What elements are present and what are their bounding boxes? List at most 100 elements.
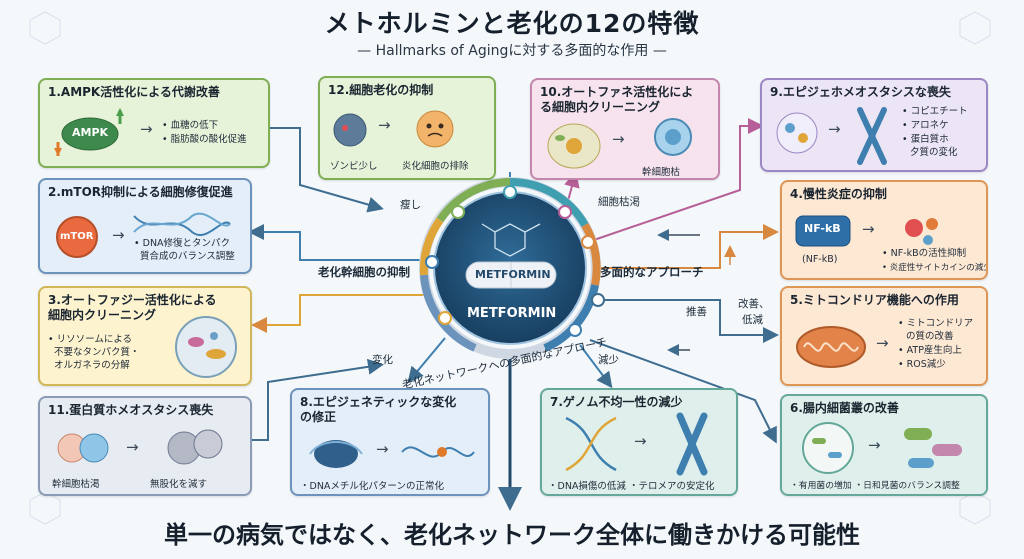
ring-label-top-left: 瘦し — [400, 199, 421, 211]
caption-left: ゾンビ少し — [330, 161, 378, 172]
caption: ・DNA損傷の低減 ・テロメアの安定化 — [548, 481, 715, 492]
box-mitochondria: 5.ミトコンドリア機能への作用 → • ミトコンドリア の質の改善 • ATP産… — [780, 286, 988, 386]
mtor-label: mTOR — [60, 231, 94, 242]
caption: 幹細胞枯 — [642, 167, 681, 178]
ring-label-top-right: 細胞枯渇 — [598, 196, 640, 208]
ring-label-mid-right: 推善 — [686, 306, 707, 318]
box-title: 8.エピジェネティックな変化 — [300, 395, 457, 409]
bullet: • ATP産生向上 — [898, 345, 962, 356]
mitochondria-icon — [796, 326, 866, 368]
pill-label: METFORMIN — [475, 268, 551, 281]
box-microbiome: 6.腸内細菌叢の改善 → ・有用菌の増加 ・日和見菌のバランス調整 — [780, 394, 988, 496]
bullet: • リソソームによる — [48, 334, 133, 345]
arrow-icon: → — [876, 334, 889, 352]
bullet: 夕質の変化 — [910, 147, 958, 158]
caption: ・DNAメチル化パターンの正常化 — [300, 481, 444, 492]
arrow-icon: → — [612, 130, 625, 148]
box-title: 6.腸内細菌叢の改善 — [790, 401, 899, 415]
box-title: 1.AMPK活性化による代謝改善 — [48, 85, 220, 99]
footer-statement: 単一の病気ではなく、老化ネットワーク全体に働きかける可能性 — [164, 521, 860, 549]
box-senescence: 12.細胞老化の抑制 → ゾンビ少し 炎化細胞の排除 — [318, 76, 496, 180]
chromatin-icon — [401, 446, 475, 458]
ampk-icon — [54, 108, 124, 156]
cytokine-icon — [905, 218, 938, 245]
caption-left: 幹細胞枯渇 — [52, 479, 100, 490]
stem-cell-icon — [57, 433, 109, 463]
bullet: • アロネケ — [902, 120, 949, 131]
bullet: • コピエチート — [902, 106, 968, 117]
ring-label-left: 老化幹細胞の抑制 — [318, 265, 410, 279]
bullet: • DNA修復とタンパク — [134, 238, 231, 249]
box-autophagy-2: 10.オートファネ活性化によ る細胞内クリーニング → 幹細胞枯 — [530, 78, 720, 180]
arrow-icon: → — [140, 120, 153, 138]
bullet: の質の改善 — [906, 331, 954, 342]
bacteria-icon — [904, 428, 962, 468]
box-title: 7.ゲノム不均一性の減少 — [550, 395, 683, 409]
nfkb-icon — [795, 215, 851, 247]
bullet: • ROS減少 — [898, 359, 946, 370]
caption: ・有用菌の増加 ・日和見菌のバランス調整 — [790, 481, 960, 491]
bullet: • NF-kBの活性抑制 — [882, 248, 967, 259]
dna-icon — [565, 416, 617, 472]
page-subtitle: — Hallmarks of Agingに対する多面的な作用 — — [357, 43, 667, 59]
box-title: 5.ミトコンドリア機能への作用 — [790, 293, 959, 307]
ring-label-bottom-left: 変化 — [372, 354, 393, 366]
arrow-icon: → — [112, 226, 125, 244]
arrow-icon: → — [634, 432, 647, 450]
bullet: • 脂肪酸の酸化促進 — [162, 134, 247, 145]
ring-label-right: 多面的なアプローチ — [600, 265, 704, 279]
box-title: 12.細胞老化の抑制 — [328, 83, 434, 97]
box-inflammation: 4.慢性炎症の抑制 NF-kB (NF-kB) → • NF-kBの活性抑制 •… — [780, 180, 988, 280]
lysosome-icon — [175, 316, 237, 378]
box-title-2: 細胞内クリーニング — [48, 308, 157, 322]
bullet: 質合成のバランス調整 — [140, 251, 235, 262]
bullet: • ミトコンドリア — [898, 318, 974, 329]
box-title-2: の修正 — [300, 410, 337, 424]
box-epigenetic-homeostasis: 9.エピジェホメオスタシスな喪失 → • コピエチート • アロネケ • 蛋白質… — [760, 78, 988, 172]
box-title-2: る細胞内クリーニング — [540, 100, 661, 114]
ring-label-right-3: 低減 — [742, 314, 763, 326]
box-title: 10.オートファネ活性化によ — [540, 85, 694, 99]
cell-dish-icon — [776, 112, 818, 154]
box-autophagy: 3.オートファジー活性化による 細胞内クリーニング • リソソームによる 不要な… — [38, 286, 252, 386]
nucleosome-icon — [309, 440, 363, 468]
arrow-icon: → — [378, 116, 391, 134]
bullet: • 炎症性サイトカインの減少 — [882, 263, 988, 273]
aggregate-icon — [167, 429, 223, 465]
box-proteostasis: 11.蛋白質ホメオスタシス喪失 → 幹細胞枯渇 無股化を減す — [38, 396, 252, 496]
box-epigenetic: 8.エピジェネティックな変化 の修正 → ・DNAメチル化パターンの正常化 — [290, 388, 490, 496]
stem-cell-icon — [654, 118, 692, 156]
chromosome-icon — [857, 107, 887, 165]
ring-label-right-2: 改善、 — [738, 298, 770, 310]
box-ampk: 1.AMPK活性化による代謝改善 AMPK → • 血糖の低下 • 脂肪酸の酸化… — [38, 78, 270, 168]
arrow-icon: → — [376, 440, 389, 458]
bullet: • 蛋白質ホ — [902, 134, 949, 145]
arrow-icon: → — [862, 220, 875, 238]
box-title: 3.オートファジー活性化による — [48, 293, 217, 307]
bullet: • 血糖の低下 — [162, 120, 219, 131]
arrow-icon: → — [828, 120, 841, 138]
inflamed-cell-icon — [416, 110, 454, 148]
bacteria-dish-icon — [802, 422, 854, 474]
cell-cleaning-icon — [547, 123, 601, 169]
dna-icon — [133, 212, 231, 236]
zombie-cell-icon — [333, 113, 367, 147]
box-title: 11.蛋白質ホメオスタシス喪失 — [48, 403, 214, 417]
nfkb-caption: (NF-kB) — [802, 254, 838, 265]
ampk-label: AMPK — [72, 126, 109, 139]
nfkb-label: NF-kB — [804, 222, 841, 235]
caption-right: 無股化を減す — [150, 479, 208, 490]
ring-label-bottom-right: 減少 — [598, 354, 619, 366]
mtor-icon — [56, 216, 98, 258]
caption-right: 炎化細胞の排除 — [402, 161, 469, 172]
center-label: METFORMIN — [467, 306, 557, 321]
box-title: 4.慢性炎症の抑制 — [790, 187, 887, 201]
box-title: 9.エピジェホメオスタシスな喪失 — [770, 85, 951, 99]
chromosome-icon — [676, 412, 708, 476]
bullet: 不要なタンパク質・ — [54, 347, 140, 358]
box-title: 2.mTOR抑制による細胞修復促進 — [48, 185, 233, 199]
bullet: オルガネラの分解 — [54, 360, 130, 371]
page-title: メトホルミンと老化の12の特徴 — [324, 9, 700, 38]
arrow-icon: → — [868, 436, 881, 454]
